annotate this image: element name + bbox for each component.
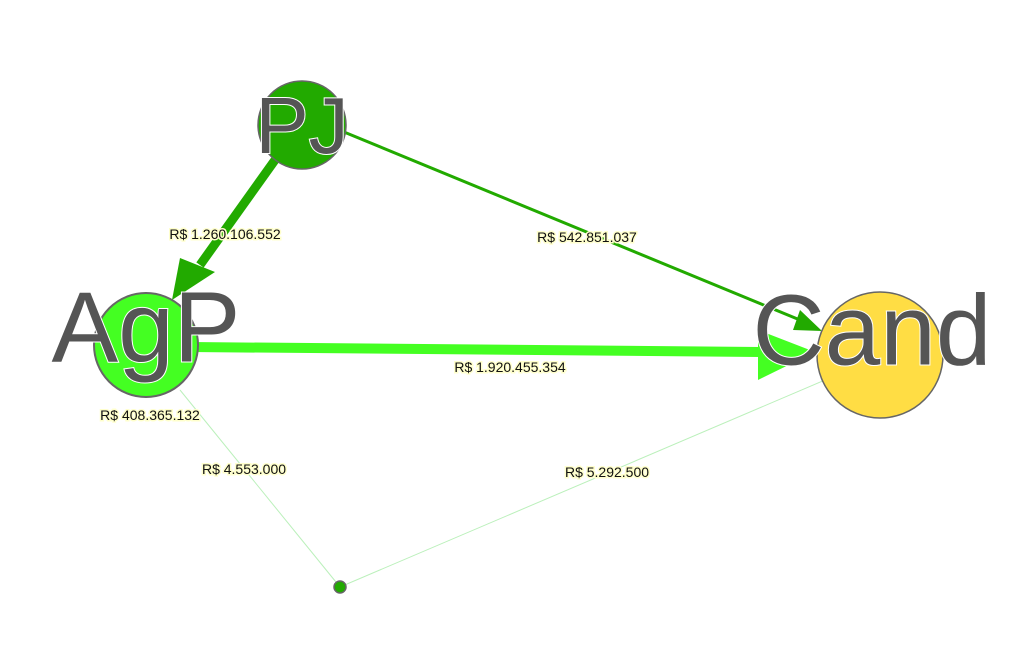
arrow-agp-cand-icon bbox=[758, 330, 815, 380]
edge-label-agp-cand: R$ 1.920.455.354 bbox=[454, 359, 566, 375]
edge-label-agp-self: R$ 408.365.132 bbox=[100, 407, 200, 423]
node-agp[interactable] bbox=[93, 292, 199, 398]
edge-small-agp[interactable] bbox=[179, 389, 341, 588]
arrow-pj-cand-icon bbox=[793, 310, 822, 331]
node-label-agp: AgP bbox=[51, 271, 240, 383]
edge-label-pj-agp: R$ 1.260.106.552 bbox=[169, 226, 281, 242]
edge-small-cand[interactable] bbox=[339, 379, 826, 588]
arrow-pj-agp-icon bbox=[172, 258, 215, 300]
edge-label-small-cand: R$ 5.292.500 bbox=[565, 464, 649, 480]
node-cand[interactable] bbox=[816, 291, 944, 419]
node-label-pj: PJ bbox=[255, 81, 348, 170]
edge-agp-cand[interactable] bbox=[189, 342, 761, 357]
edge-pj-agp[interactable] bbox=[196, 157, 279, 268]
edge-label-pj-cand: R$ 542.851.037 bbox=[537, 229, 637, 245]
edge-label-small-agp: R$ 4.553.000 bbox=[202, 461, 286, 477]
edge-pj-cand[interactable] bbox=[343, 130, 801, 322]
node-pj[interactable] bbox=[257, 80, 347, 170]
node-small[interactable] bbox=[333, 580, 347, 594]
node-label-cand: Cand bbox=[752, 274, 991, 386]
